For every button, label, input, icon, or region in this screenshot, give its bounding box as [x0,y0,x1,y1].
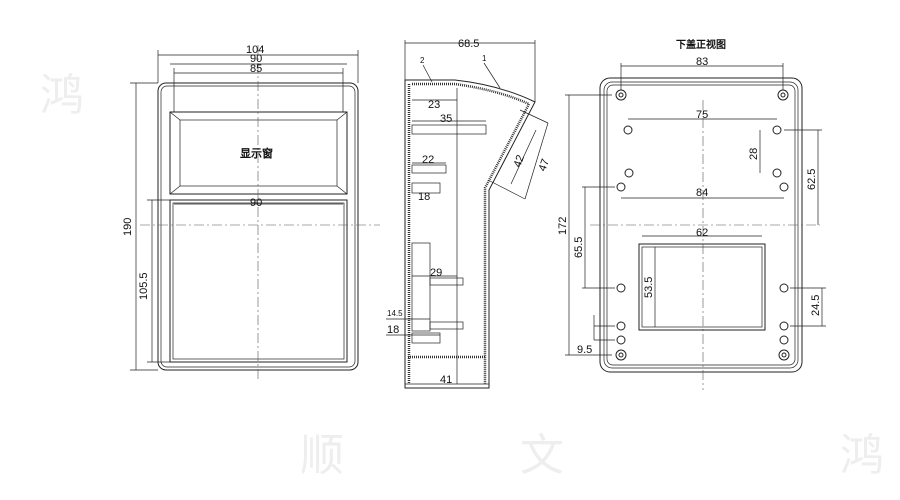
svg-text:鸿: 鸿 [840,431,884,480]
display-window-label: 显示窗 [240,146,273,160]
dim-104: 104 [246,44,264,56]
dim-14-5: 14.5 [387,309,403,318]
dim-22: 22 [422,154,434,166]
dim-172: 172 [557,217,569,235]
dim-62: 62 [696,227,708,239]
dim-83: 83 [696,56,708,68]
side-view: 68.5 2 1 23 35 22 18 42 47 29 14.5 18 41 [386,38,552,389]
dim-18-upper: 18 [418,191,430,203]
callout-1: 1 [482,54,487,63]
dim-85: 85 [250,63,262,75]
dim-41: 41 [440,374,452,386]
dim-47: 47 [537,157,552,173]
dim-75: 75 [696,109,708,121]
dim-90-lower: 90 [250,197,262,209]
dim-62-5: 62.5 [806,169,818,190]
dim-90-top: 90 [250,53,262,65]
dim-65-5: 65.5 [573,237,585,258]
dim-9-5: 9.5 [577,344,592,356]
front-view: 显示窗 104 90 85 90 190 105.5 [122,44,380,380]
dim-190: 190 [122,218,134,236]
svg-text:顺: 顺 [300,431,344,480]
dim-84: 84 [696,187,708,199]
callout-2: 2 [420,56,425,65]
dim-29: 29 [430,267,442,279]
svg-text:鸿: 鸿 [40,71,84,120]
dim-35: 35 [440,113,452,125]
bottom-cover-view: 下盖正视图 83 75 28 84 62.5 172 65.5 [557,38,826,390]
watermark: 鸿顺文鸿 [40,71,884,480]
dim-24-5: 24.5 [810,295,822,316]
dim-23: 23 [428,99,440,111]
svg-text:文: 文 [520,431,564,480]
dim-68-5: 68.5 [458,38,479,50]
dim-42: 42 [512,153,527,169]
dim-18-lower: 18 [387,324,399,336]
dim-28: 28 [748,148,760,160]
dim-105-5: 105.5 [138,272,150,300]
dim-53-5: 53.5 [643,277,655,298]
bottom-view-title: 下盖正视图 [676,38,726,51]
